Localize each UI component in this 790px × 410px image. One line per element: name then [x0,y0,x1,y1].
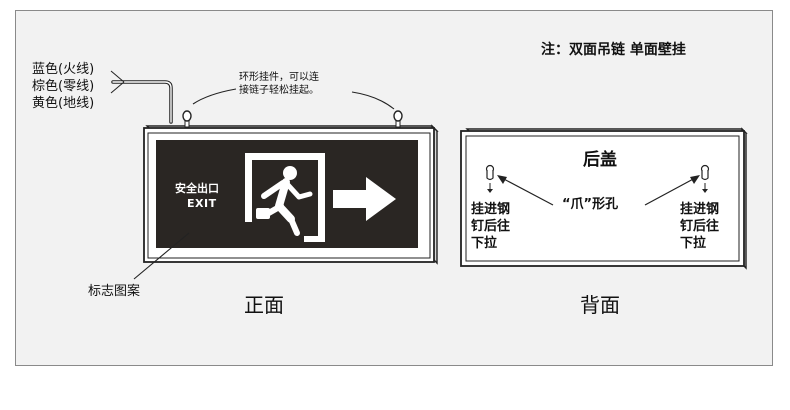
claw-arrow-left [497,175,554,206]
back-cover-label: 后盖 [583,150,617,170]
claw-arrow-right [644,175,700,206]
ring-hook-left [182,110,192,128]
back-sign [460,127,748,270]
right-arrow-icon [333,177,396,221]
wire-label-ground: 黄色(地线) [32,96,95,111]
ring-leader-right [351,91,395,110]
claw-hole-label: “爪”形孔 [562,197,619,212]
pattern-leader [133,232,190,280]
hang-instruction-left: 挂进钢 钉后往 下拉 [471,202,511,251]
back-caption: 背面 [580,293,620,317]
ring-hook-right [393,110,403,128]
keyhole-icon [485,164,495,193]
ring-leader-left [192,88,237,105]
front-caption: 正面 [244,293,284,317]
pattern-label: 标志图案 [88,284,141,299]
keyhole-icon [700,164,710,193]
wire-label-live: 蓝色(火线) [32,62,95,77]
wire-label-neutral: 棕色(零线) [32,79,95,94]
running-man-icon [245,153,325,242]
sign-text-en: EXIT [187,197,217,210]
ring-hook-text: 环形挂件，可以连 接链子轻松挂起。 [239,72,319,96]
install-note: 注：双面吊链 单面壁挂 [541,42,686,58]
sign-text-cn: 安全出口 [175,182,219,195]
hang-instruction-right: 挂进钢 钉后往 下拉 [680,202,720,251]
power-cable [110,70,173,124]
